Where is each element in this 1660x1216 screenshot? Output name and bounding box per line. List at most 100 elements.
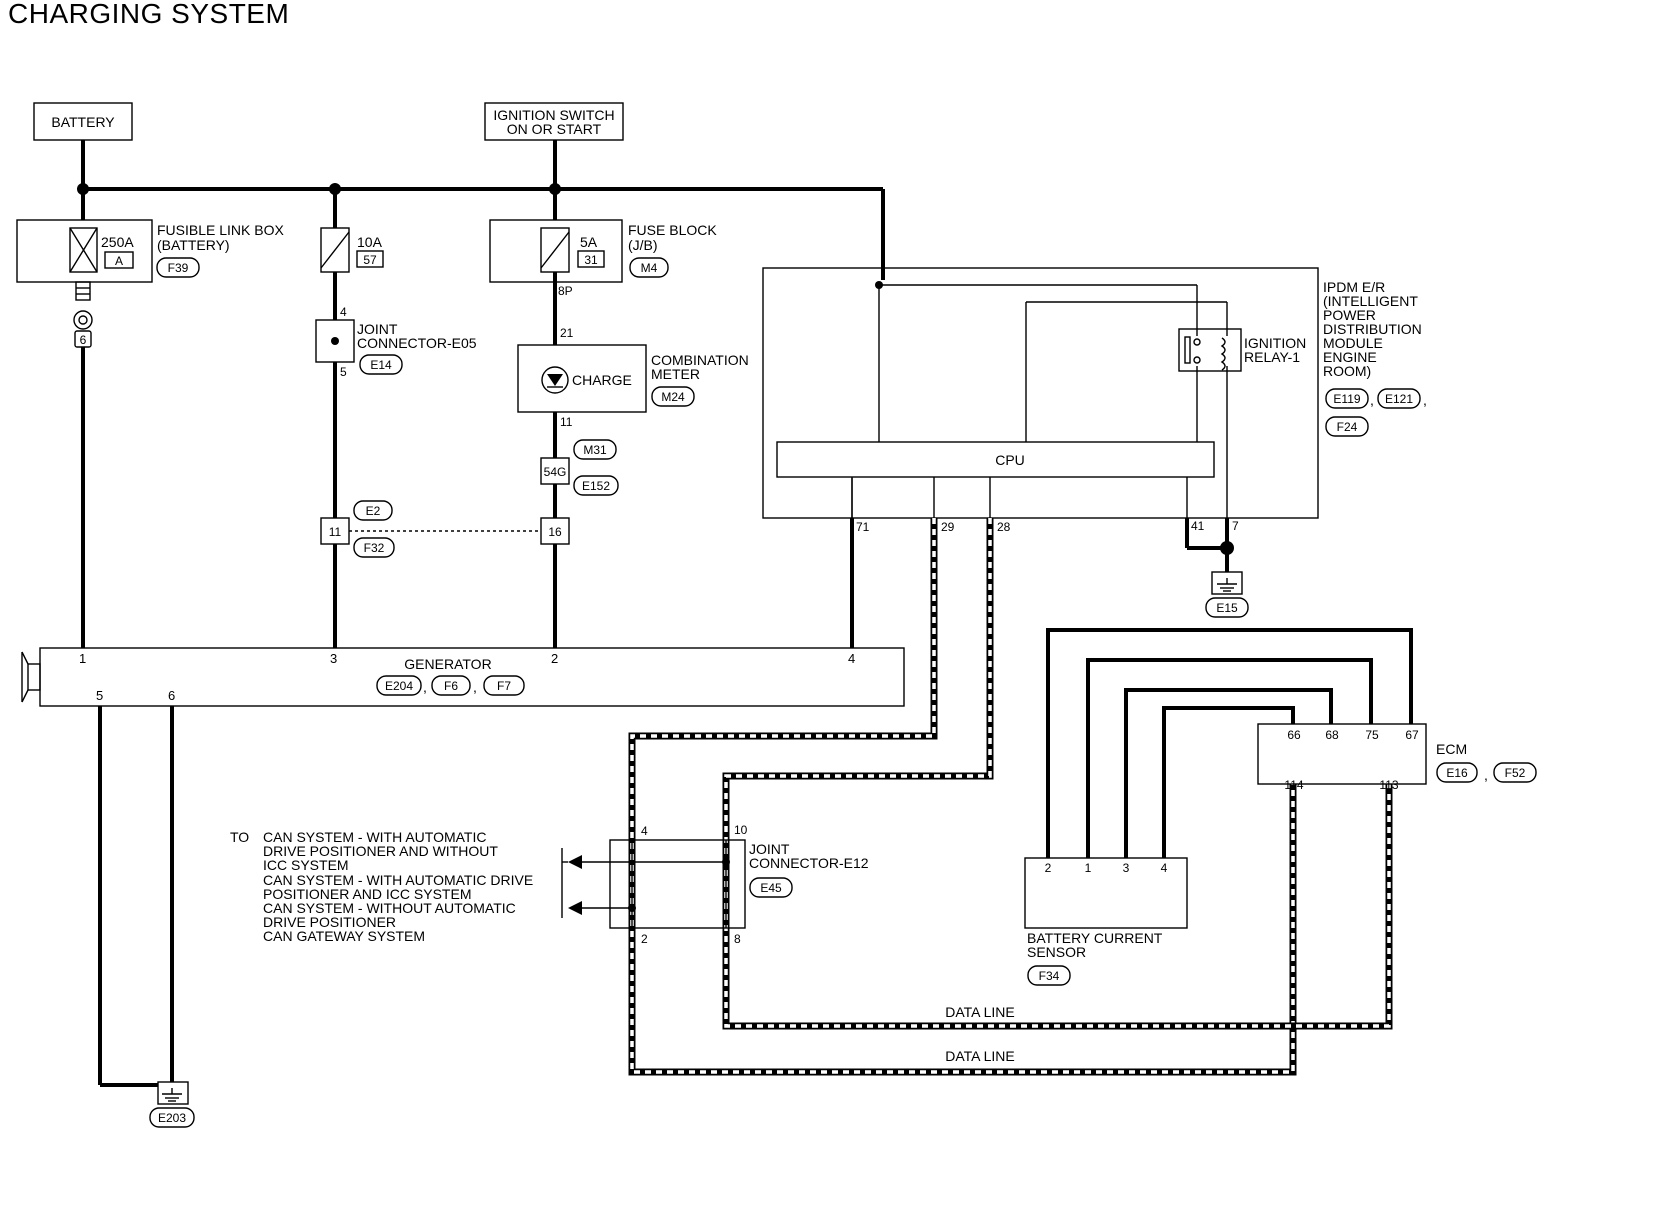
svg-text:,: ,: [1370, 392, 1374, 408]
svg-text:F7: F7: [497, 679, 511, 693]
can-note: TO CAN SYSTEM - WITH AUTOMATIC DRIVE POS…: [230, 829, 568, 944]
svg-text:TO: TO: [230, 829, 249, 845]
svg-text:41: 41: [1191, 519, 1205, 533]
svg-text:FUSE BLOCK: FUSE BLOCK: [628, 222, 717, 238]
splice-54g: 54G M31 E152: [540, 439, 619, 496]
svg-text:E204: E204: [385, 679, 413, 693]
ipdm-module: IGNITION RELAY-1 CPU 71 29 28 41 7 IPDM …: [762, 267, 1427, 534]
can-data-lines: DATA LINE DATA LINE: [628, 518, 1393, 1076]
svg-text:113: 113: [1379, 778, 1398, 792]
svg-text:F24: F24: [1337, 420, 1358, 434]
svg-text:M24: M24: [661, 390, 685, 404]
svg-text:CAN SYSTEM - WITHOUT AUTOMATIC: CAN SYSTEM - WITHOUT AUTOMATIC: [263, 900, 516, 916]
svg-text:4: 4: [641, 824, 648, 838]
svg-text:,: ,: [1484, 767, 1488, 783]
svg-text:E121: E121: [1385, 392, 1413, 406]
svg-text:4: 4: [848, 651, 855, 666]
svg-text:ENGINE: ENGINE: [1323, 349, 1377, 365]
svg-text:,: ,: [423, 679, 427, 695]
svg-text:16: 16: [548, 525, 562, 539]
svg-text:ICC SYSTEM: ICC SYSTEM: [263, 857, 349, 873]
svg-text:5A: 5A: [580, 234, 598, 250]
inline-connector-e2-f32: 11 16 E2 F32: [320, 500, 570, 558]
svg-text:2: 2: [551, 651, 558, 666]
svg-text:3: 3: [1123, 861, 1130, 875]
ignition-relay-1: IGNITION RELAY-1: [1178, 328, 1306, 372]
svg-text:RELAY-1: RELAY-1: [1244, 349, 1300, 365]
svg-text:E16: E16: [1446, 766, 1468, 780]
svg-text:8P: 8P: [558, 284, 573, 298]
ecm-module: 66 68 75 67 114 113 ECM E16 , F52: [1257, 723, 1537, 792]
svg-text:66: 66: [1287, 728, 1301, 742]
svg-text:JOINT: JOINT: [357, 321, 398, 337]
svg-text:250A: 250A: [101, 234, 134, 250]
svg-text:MODULE: MODULE: [1323, 335, 1383, 351]
junction-dots: [77, 183, 1234, 555]
svg-text:31: 31: [584, 253, 598, 267]
svg-text:SENSOR: SENSOR: [1027, 944, 1086, 960]
ground-e15: E15: [1205, 571, 1249, 618]
svg-text:FUSIBLE LINK BOX: FUSIBLE LINK BOX: [157, 222, 284, 238]
svg-text:E14: E14: [370, 358, 392, 372]
svg-text:E45: E45: [760, 881, 782, 895]
svg-text:ON OR START: ON OR START: [507, 121, 602, 137]
svg-text:10A: 10A: [357, 234, 383, 250]
svg-text:COMBINATION: COMBINATION: [651, 352, 749, 368]
joint-connector-e12: 4 10 2 8 JOINT CONNECTOR-E12 E45: [568, 823, 869, 946]
svg-text:IGNITION: IGNITION: [1244, 335, 1306, 351]
svg-text:57: 57: [363, 253, 377, 267]
svg-text:68: 68: [1325, 728, 1339, 742]
ignition-switch-source: IGNITION SWITCH ON OR START: [484, 102, 624, 141]
svg-text:POWER: POWER: [1323, 307, 1376, 323]
svg-text:4: 4: [340, 305, 347, 319]
svg-text:ROOM): ROOM): [1323, 363, 1371, 379]
svg-text:IGNITION SWITCH: IGNITION SWITCH: [493, 107, 614, 123]
svg-text:2: 2: [1045, 861, 1052, 875]
svg-text:8: 8: [734, 932, 741, 946]
svg-text:DISTRIBUTION: DISTRIBUTION: [1323, 321, 1422, 337]
svg-text:F34: F34: [1039, 969, 1060, 983]
svg-text:CONNECTOR-E05: CONNECTOR-E05: [357, 335, 477, 351]
svg-text:1: 1: [1085, 861, 1092, 875]
svg-text:F39: F39: [168, 261, 189, 275]
fuse-block: 5A 31 FUSE BLOCK (J/B) M4 8P: [489, 219, 717, 298]
svg-text:3: 3: [330, 651, 337, 666]
svg-text:E15: E15: [1216, 601, 1238, 615]
svg-text:6: 6: [80, 333, 87, 347]
svg-text:67: 67: [1405, 728, 1419, 742]
svg-text:DRIVE POSITIONER: DRIVE POSITIONER: [263, 914, 396, 930]
svg-text:JOINT: JOINT: [749, 841, 790, 857]
svg-text:4: 4: [1161, 861, 1168, 875]
svg-text:5: 5: [96, 688, 103, 703]
svg-text:F32: F32: [364, 541, 385, 555]
generator: 1 3 2 4 GENERATOR E204 , F6 , F7 5 6: [21, 647, 905, 707]
svg-text:11: 11: [329, 525, 342, 539]
sensor-wires: [1046, 628, 1413, 858]
svg-text:CHARGE: CHARGE: [572, 372, 632, 388]
svg-text:M4: M4: [641, 261, 658, 275]
svg-text:71: 71: [856, 520, 870, 534]
svg-text:GENERATOR: GENERATOR: [404, 656, 491, 672]
svg-text:ECM: ECM: [1436, 741, 1467, 757]
battery-source: BATTERY: [33, 102, 133, 141]
svg-text:METER: METER: [651, 366, 700, 382]
svg-text:75: 75: [1365, 728, 1379, 742]
svg-text:DATA LINE: DATA LINE: [945, 1004, 1015, 1020]
svg-text:E152: E152: [582, 479, 610, 493]
svg-text:CAN SYSTEM - WITH AUTOMATIC DR: CAN SYSTEM - WITH AUTOMATIC DRIVE: [263, 872, 533, 888]
fuse-10a: 10A 57: [320, 227, 384, 273]
svg-text:BATTERY CURRENT: BATTERY CURRENT: [1027, 930, 1163, 946]
page-title: CHARGING SYSTEM: [8, 0, 290, 29]
svg-text:BATTERY: BATTERY: [51, 114, 115, 130]
svg-text:(INTELLIGENT: (INTELLIGENT: [1323, 293, 1418, 309]
svg-text:IPDM E/R: IPDM E/R: [1323, 279, 1385, 295]
combination-meter: 21 11 CHARGE COMBINATION METER M24: [517, 326, 749, 429]
svg-text:(BATTERY): (BATTERY): [157, 237, 230, 253]
svg-text:CAN SYSTEM - WITH AUTOMATIC: CAN SYSTEM - WITH AUTOMATIC: [263, 829, 487, 845]
svg-text:E203: E203: [158, 1111, 186, 1125]
svg-text:A: A: [115, 254, 123, 268]
svg-text:DATA LINE: DATA LINE: [945, 1048, 1015, 1064]
svg-text:11: 11: [560, 415, 573, 429]
svg-text:1: 1: [79, 651, 86, 666]
